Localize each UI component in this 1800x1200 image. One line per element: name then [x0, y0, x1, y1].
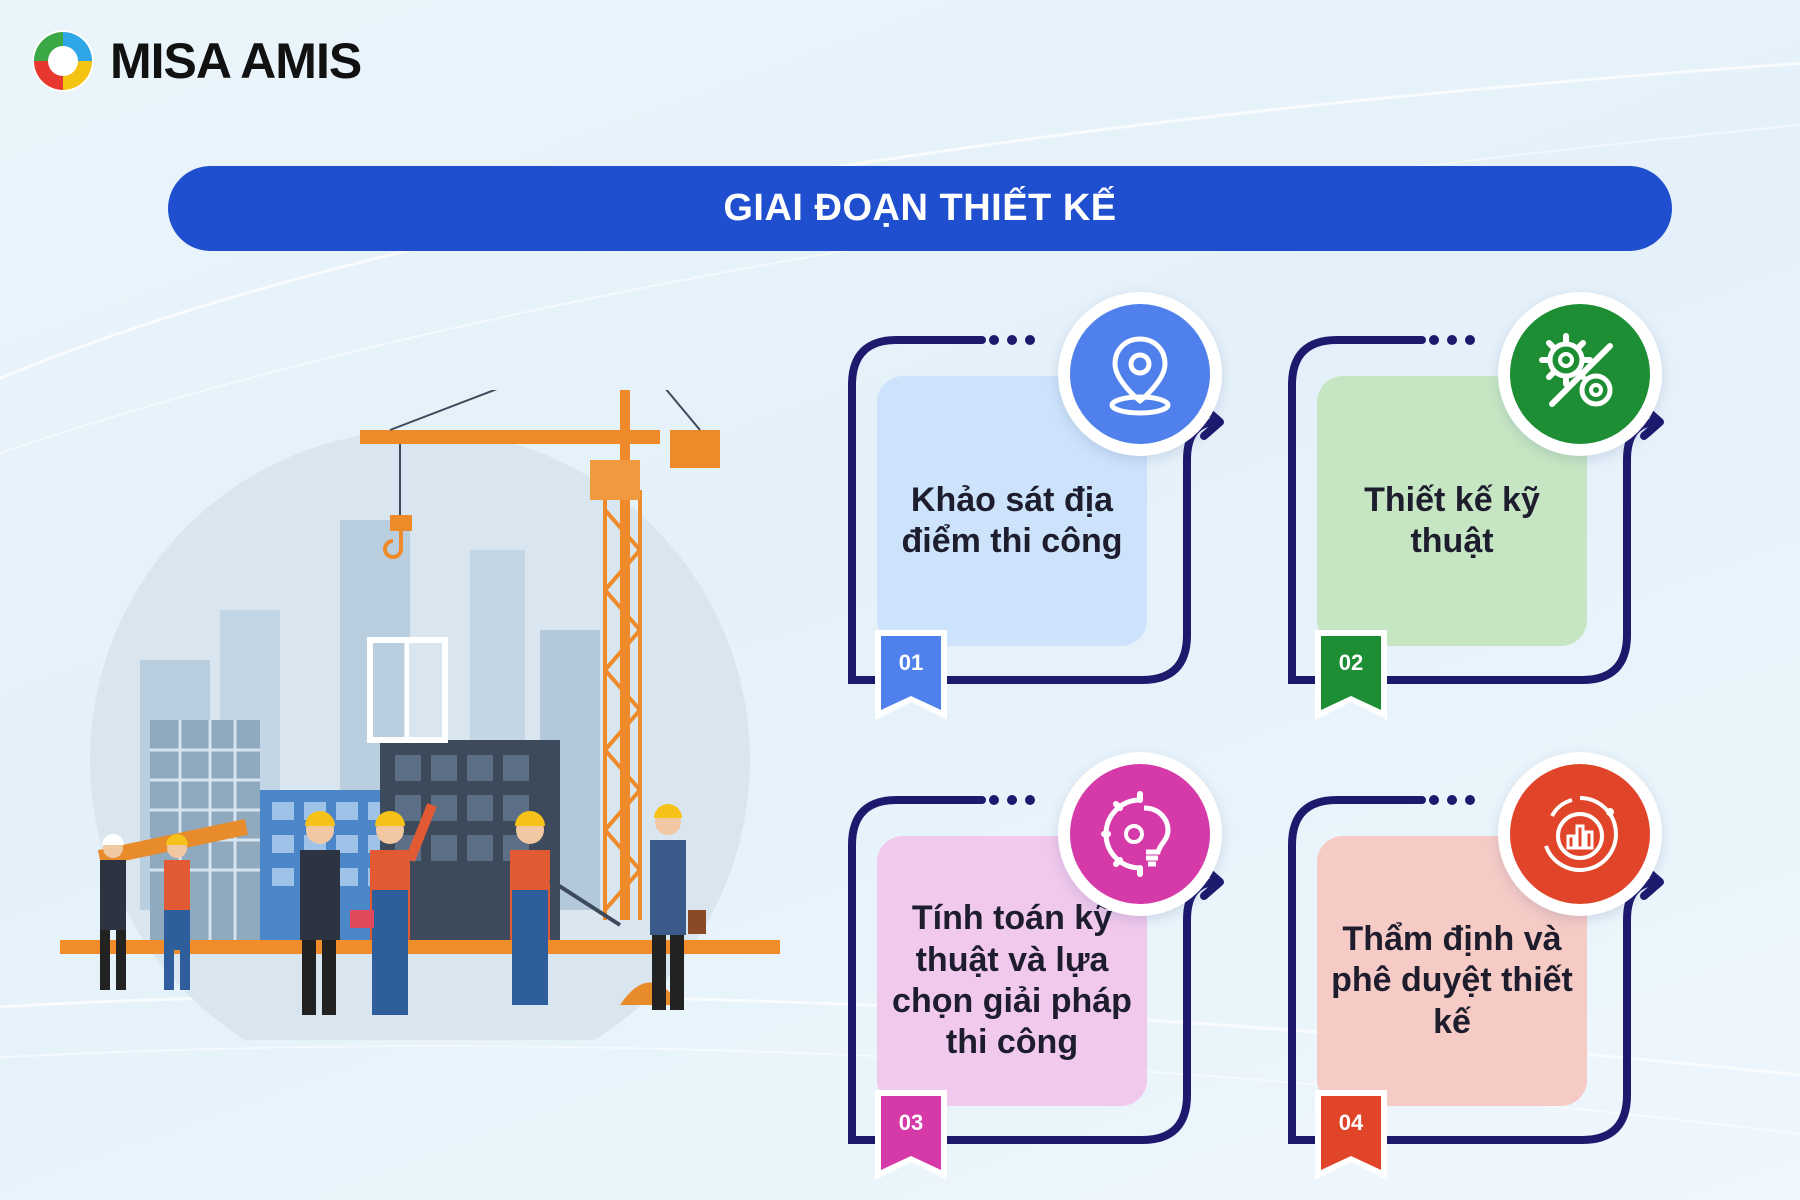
step-1-number: 01	[898, 650, 924, 675]
step-2-badge: 02	[1315, 630, 1387, 720]
brand-logo: MISA AMIS	[30, 28, 362, 94]
step-2: Thiết kế kỹ thuật 02	[1282, 290, 1672, 720]
step-2-card: Thiết kế kỹ thuật	[1317, 376, 1587, 646]
location-pin-icon	[1109, 336, 1171, 416]
gear-wrench-icon	[1539, 333, 1613, 407]
title-banner: GIAI ĐOẠN THIẾT KẾ	[168, 166, 1672, 251]
step-1-icon-badge	[1058, 292, 1222, 456]
step-1: Khảo sát địa điểm thi công 01	[842, 290, 1232, 720]
step-3-icon-badge	[1058, 752, 1222, 916]
step-3-number: 03	[898, 1110, 924, 1135]
step-3: Tính toán kỹ thuật và lựa chọn giải pháp…	[842, 750, 1232, 1180]
step-2-icon-badge	[1498, 292, 1662, 456]
step-4-badge: 04	[1315, 1090, 1387, 1180]
step-4: Thẩm định và phê duyệt thiết kế 04	[1282, 750, 1672, 1180]
gear-lightbulb-icon	[1101, 791, 1171, 877]
step-3-label: Tính toán kỹ thuật và lựa chọn giải pháp…	[892, 899, 1132, 1062]
step-4-number: 04	[1338, 1110, 1364, 1135]
chart-cycle-icon	[1544, 796, 1618, 872]
step-1-badge: 01	[875, 630, 947, 720]
step-4-label: Thẩm định và phê duyệt thiết kế	[1331, 919, 1573, 1041]
brand-name: MISA AMIS	[110, 33, 362, 89]
step-4-icon-badge	[1498, 752, 1662, 916]
step-2-number: 02	[1338, 650, 1364, 675]
brand-logo-icon	[32, 30, 94, 92]
step-2-label: Thiết kế kỹ thuật	[1364, 480, 1540, 560]
construction-site-illustration	[60, 390, 780, 1040]
page-title: GIAI ĐOẠN THIẾT KẾ	[723, 187, 1117, 229]
step-1-label: Khảo sát địa điểm thi công	[901, 480, 1123, 560]
step-3-badge: 03	[875, 1090, 947, 1180]
